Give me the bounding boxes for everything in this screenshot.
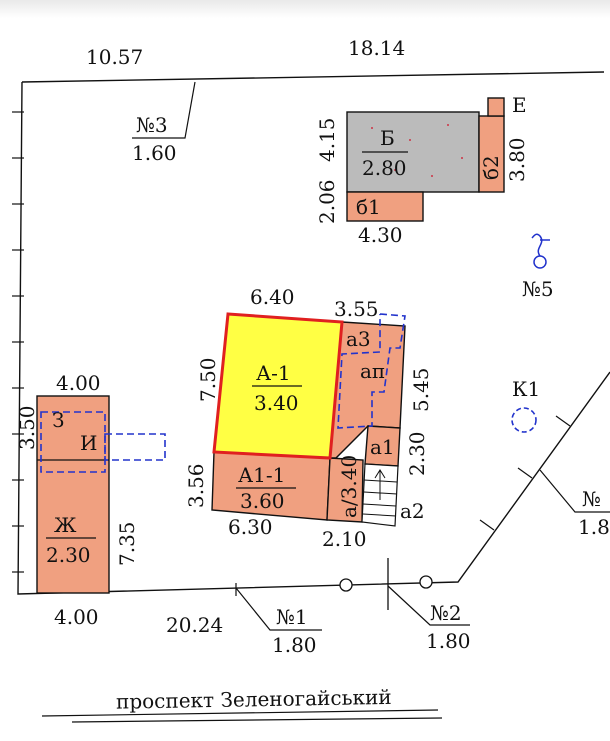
label-a1-small: а1 — [370, 435, 395, 459]
label-no1: №1 — [276, 605, 308, 629]
dim-a-bottom-right: 2.10 — [322, 527, 367, 551]
plot-boundary — [21, 71, 605, 83]
label-no-partial-val: 1.8 — [578, 515, 610, 539]
building-b-dots — [371, 124, 463, 177]
label-no2-val: 1.80 — [426, 629, 471, 653]
pole-icon-2 — [419, 575, 433, 589]
dim-left-bldg-side: 3.50 — [15, 405, 39, 450]
label-no3: №3 — [136, 113, 168, 137]
dim-a11-bottom: 6.30 — [228, 515, 273, 539]
dim-left-bldg-top: 4.00 — [56, 371, 101, 395]
building-zh — [36, 395, 110, 594]
label-b1: б1 — [356, 195, 381, 219]
building-e — [487, 97, 505, 117]
stairs-lines — [362, 469, 398, 517]
dim-b-right: 3.80 — [505, 137, 529, 182]
pole-icon-1 — [339, 578, 353, 592]
label-b2: б2 — [479, 155, 503, 180]
dim-b-h2: 2.06 — [315, 179, 339, 224]
dim-bottom-len: 20.24 — [166, 613, 223, 637]
building-b2 — [478, 115, 505, 193]
label-a1-main: А-1 — [256, 361, 291, 385]
dim-left-bldg-right: 7.35 — [115, 521, 139, 566]
label-no1-val: 1.80 — [272, 633, 317, 657]
boundary-ticks — [12, 111, 571, 596]
well-k1-icon — [511, 407, 537, 433]
street-name: проспект Зеленогайський — [116, 685, 392, 714]
dim-top-mid: 18.14 — [348, 36, 405, 60]
dim-a1-right: 2.30 — [405, 431, 429, 476]
dashed-outline-i — [104, 433, 166, 461]
top-shadow — [0, 0, 610, 18]
label-a1-main-val: 3.40 — [254, 391, 299, 415]
tree-no5-icon — [531, 233, 550, 269]
label-no3-val: 1.60 — [132, 141, 177, 165]
dashed-outline-ap — [337, 313, 406, 429]
dim-a11-left: 3.56 — [184, 463, 208, 508]
label-a11-val: 3.60 — [240, 489, 285, 513]
label-no5: №5 — [522, 277, 554, 301]
label-a3: а3 — [346, 327, 371, 351]
dim-a3-top: 3.55 — [334, 297, 379, 321]
dim-left-bldg-bottom: 4.00 — [54, 605, 99, 629]
dim-top-left: 10.57 — [86, 45, 143, 69]
label-z: З — [52, 408, 64, 432]
label-no2: №2 — [430, 601, 462, 625]
dim-ap-right: 5.45 — [409, 367, 433, 412]
plot-boundary-left — [17, 81, 610, 595]
label-a2: а2 — [400, 499, 425, 523]
dim-b-h1: 4.15 — [315, 117, 339, 162]
building-b1 — [346, 191, 424, 222]
leader-lines — [41, 81, 610, 723]
label-b: Б — [380, 126, 395, 150]
label-b-val: 2.80 — [362, 156, 407, 180]
label-a-slash: а/3.40 — [337, 455, 361, 518]
label-no-partial: № — [582, 487, 601, 511]
label-i: И — [80, 431, 97, 455]
label-ap: ап — [360, 359, 385, 383]
label-k1: К1 — [512, 377, 540, 401]
dim-a-left: 7.50 — [196, 357, 220, 402]
label-a11: А1-1 — [238, 463, 285, 487]
label-e: Е — [512, 93, 527, 117]
label-zh: Ж — [54, 513, 77, 537]
dim-b-w: 4.30 — [358, 223, 403, 247]
dashed-outline-z — [40, 411, 106, 473]
dim-a-top: 6.40 — [250, 285, 295, 309]
label-zh-val: 2.30 — [46, 543, 91, 567]
